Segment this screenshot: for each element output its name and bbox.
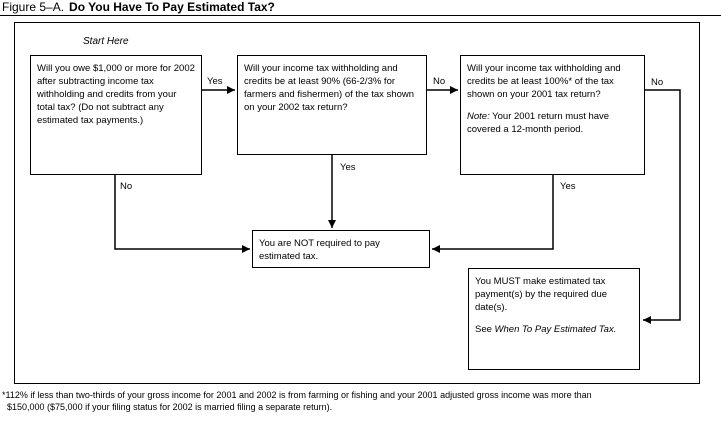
branch-label-q2-yes: Yes bbox=[340, 162, 356, 173]
figure-label: Figure 5–A. bbox=[2, 0, 65, 14]
flowchart-border bbox=[14, 22, 700, 384]
branch-label-q3-no: No bbox=[651, 77, 664, 88]
start-here-label: Start Here bbox=[83, 36, 129, 47]
footnote-line2: $150,000 ($75,000 if your filing status … bbox=[7, 402, 333, 412]
box-must-text: You MUST make estimated tax payment(s) b… bbox=[475, 276, 608, 313]
box-q3-text: Will your income tax withholding and cre… bbox=[467, 63, 621, 100]
branch-label-q3-yes: Yes bbox=[560, 181, 576, 192]
box-q2-text: Will your income tax withholding and cre… bbox=[244, 63, 415, 113]
figure-title: Do You Have To Pay Estimated Tax? bbox=[69, 0, 275, 14]
box-q1-text: Will you owe $1,000 or more for 2002 aft… bbox=[37, 63, 195, 126]
box-question-withholding-100pct: Will your income tax withholding and cre… bbox=[460, 55, 645, 175]
footnote-line1: *112% if less than two-thirds of your gr… bbox=[2, 390, 592, 400]
branch-label-q1-yes: Yes bbox=[207, 76, 223, 87]
box-must-pay: You MUST make estimated tax payment(s) b… bbox=[468, 268, 640, 370]
box-not-required: You are NOT required to pay estimated ta… bbox=[252, 230, 430, 268]
note-label: Note: bbox=[467, 111, 490, 122]
see-prefix: See bbox=[475, 324, 495, 335]
see-reference: When To Pay Estimated Tax. bbox=[494, 324, 617, 335]
box-not-text: You are NOT required to pay estimated ta… bbox=[259, 238, 380, 262]
box-question-withholding-90pct: Will your income tax withholding and cre… bbox=[237, 55, 427, 155]
footnote: *112% if less than two-thirds of your gr… bbox=[2, 389, 592, 413]
title-divider bbox=[0, 15, 721, 16]
figure-caption: Figure 5–A. Do You Have To Pay Estimated … bbox=[2, 0, 275, 14]
box-must-see: See When To Pay Estimated Tax. bbox=[475, 323, 633, 336]
branch-label-q1-no: No bbox=[120, 181, 133, 192]
branch-label-q2-no: No bbox=[433, 76, 446, 87]
note-text: Your 2001 return must have covered a 12-… bbox=[467, 111, 610, 135]
box-question-owe-1000: Will you owe $1,000 or more for 2002 aft… bbox=[30, 55, 202, 175]
box-q3-note: Note: Your 2001 return must have covered… bbox=[467, 110, 638, 136]
